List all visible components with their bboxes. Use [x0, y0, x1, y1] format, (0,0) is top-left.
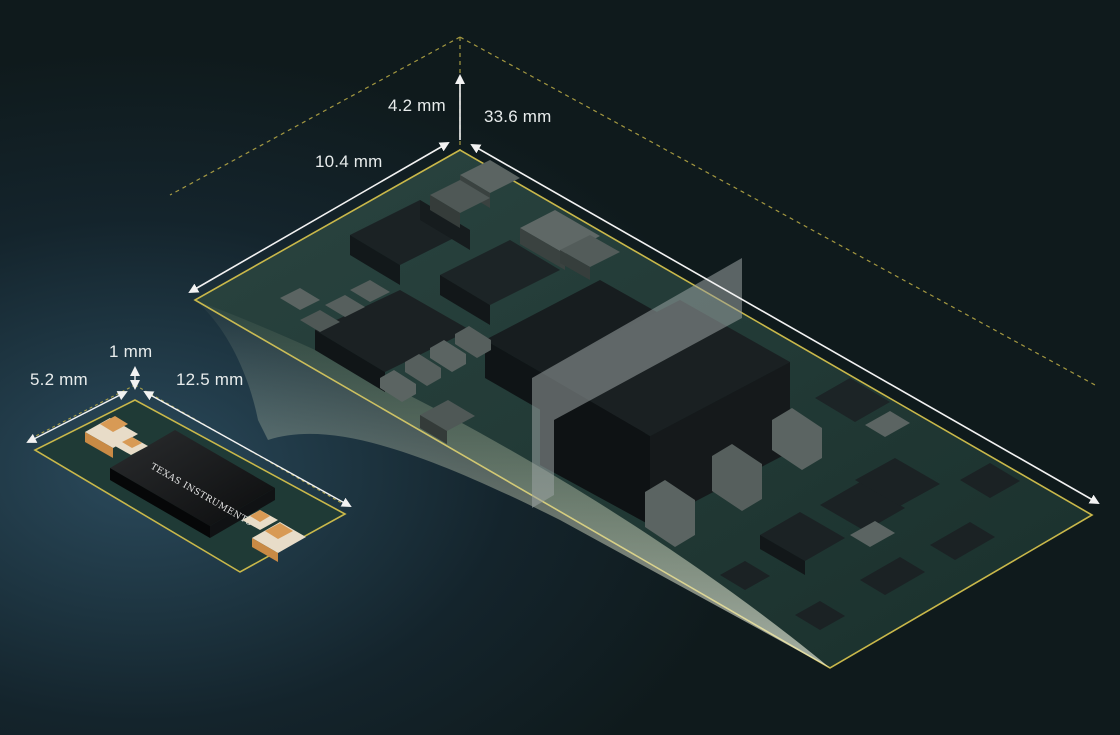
- length-arrow-small: [143, 391, 352, 507]
- width-arrow-small: [26, 391, 128, 443]
- height-label-small: 1 mm: [109, 342, 153, 361]
- width-arrow-large: [188, 141, 450, 294]
- length-arrow-large: [470, 144, 1100, 504]
- width-label-large: 10.4 mm: [315, 152, 383, 171]
- height-label-large: 4.2 mm: [388, 96, 446, 115]
- length-label-large: 33.6 mm: [484, 107, 552, 126]
- width-label-small: 5.2 mm: [30, 370, 88, 389]
- length-label-small: 12.5 mm: [176, 370, 244, 389]
